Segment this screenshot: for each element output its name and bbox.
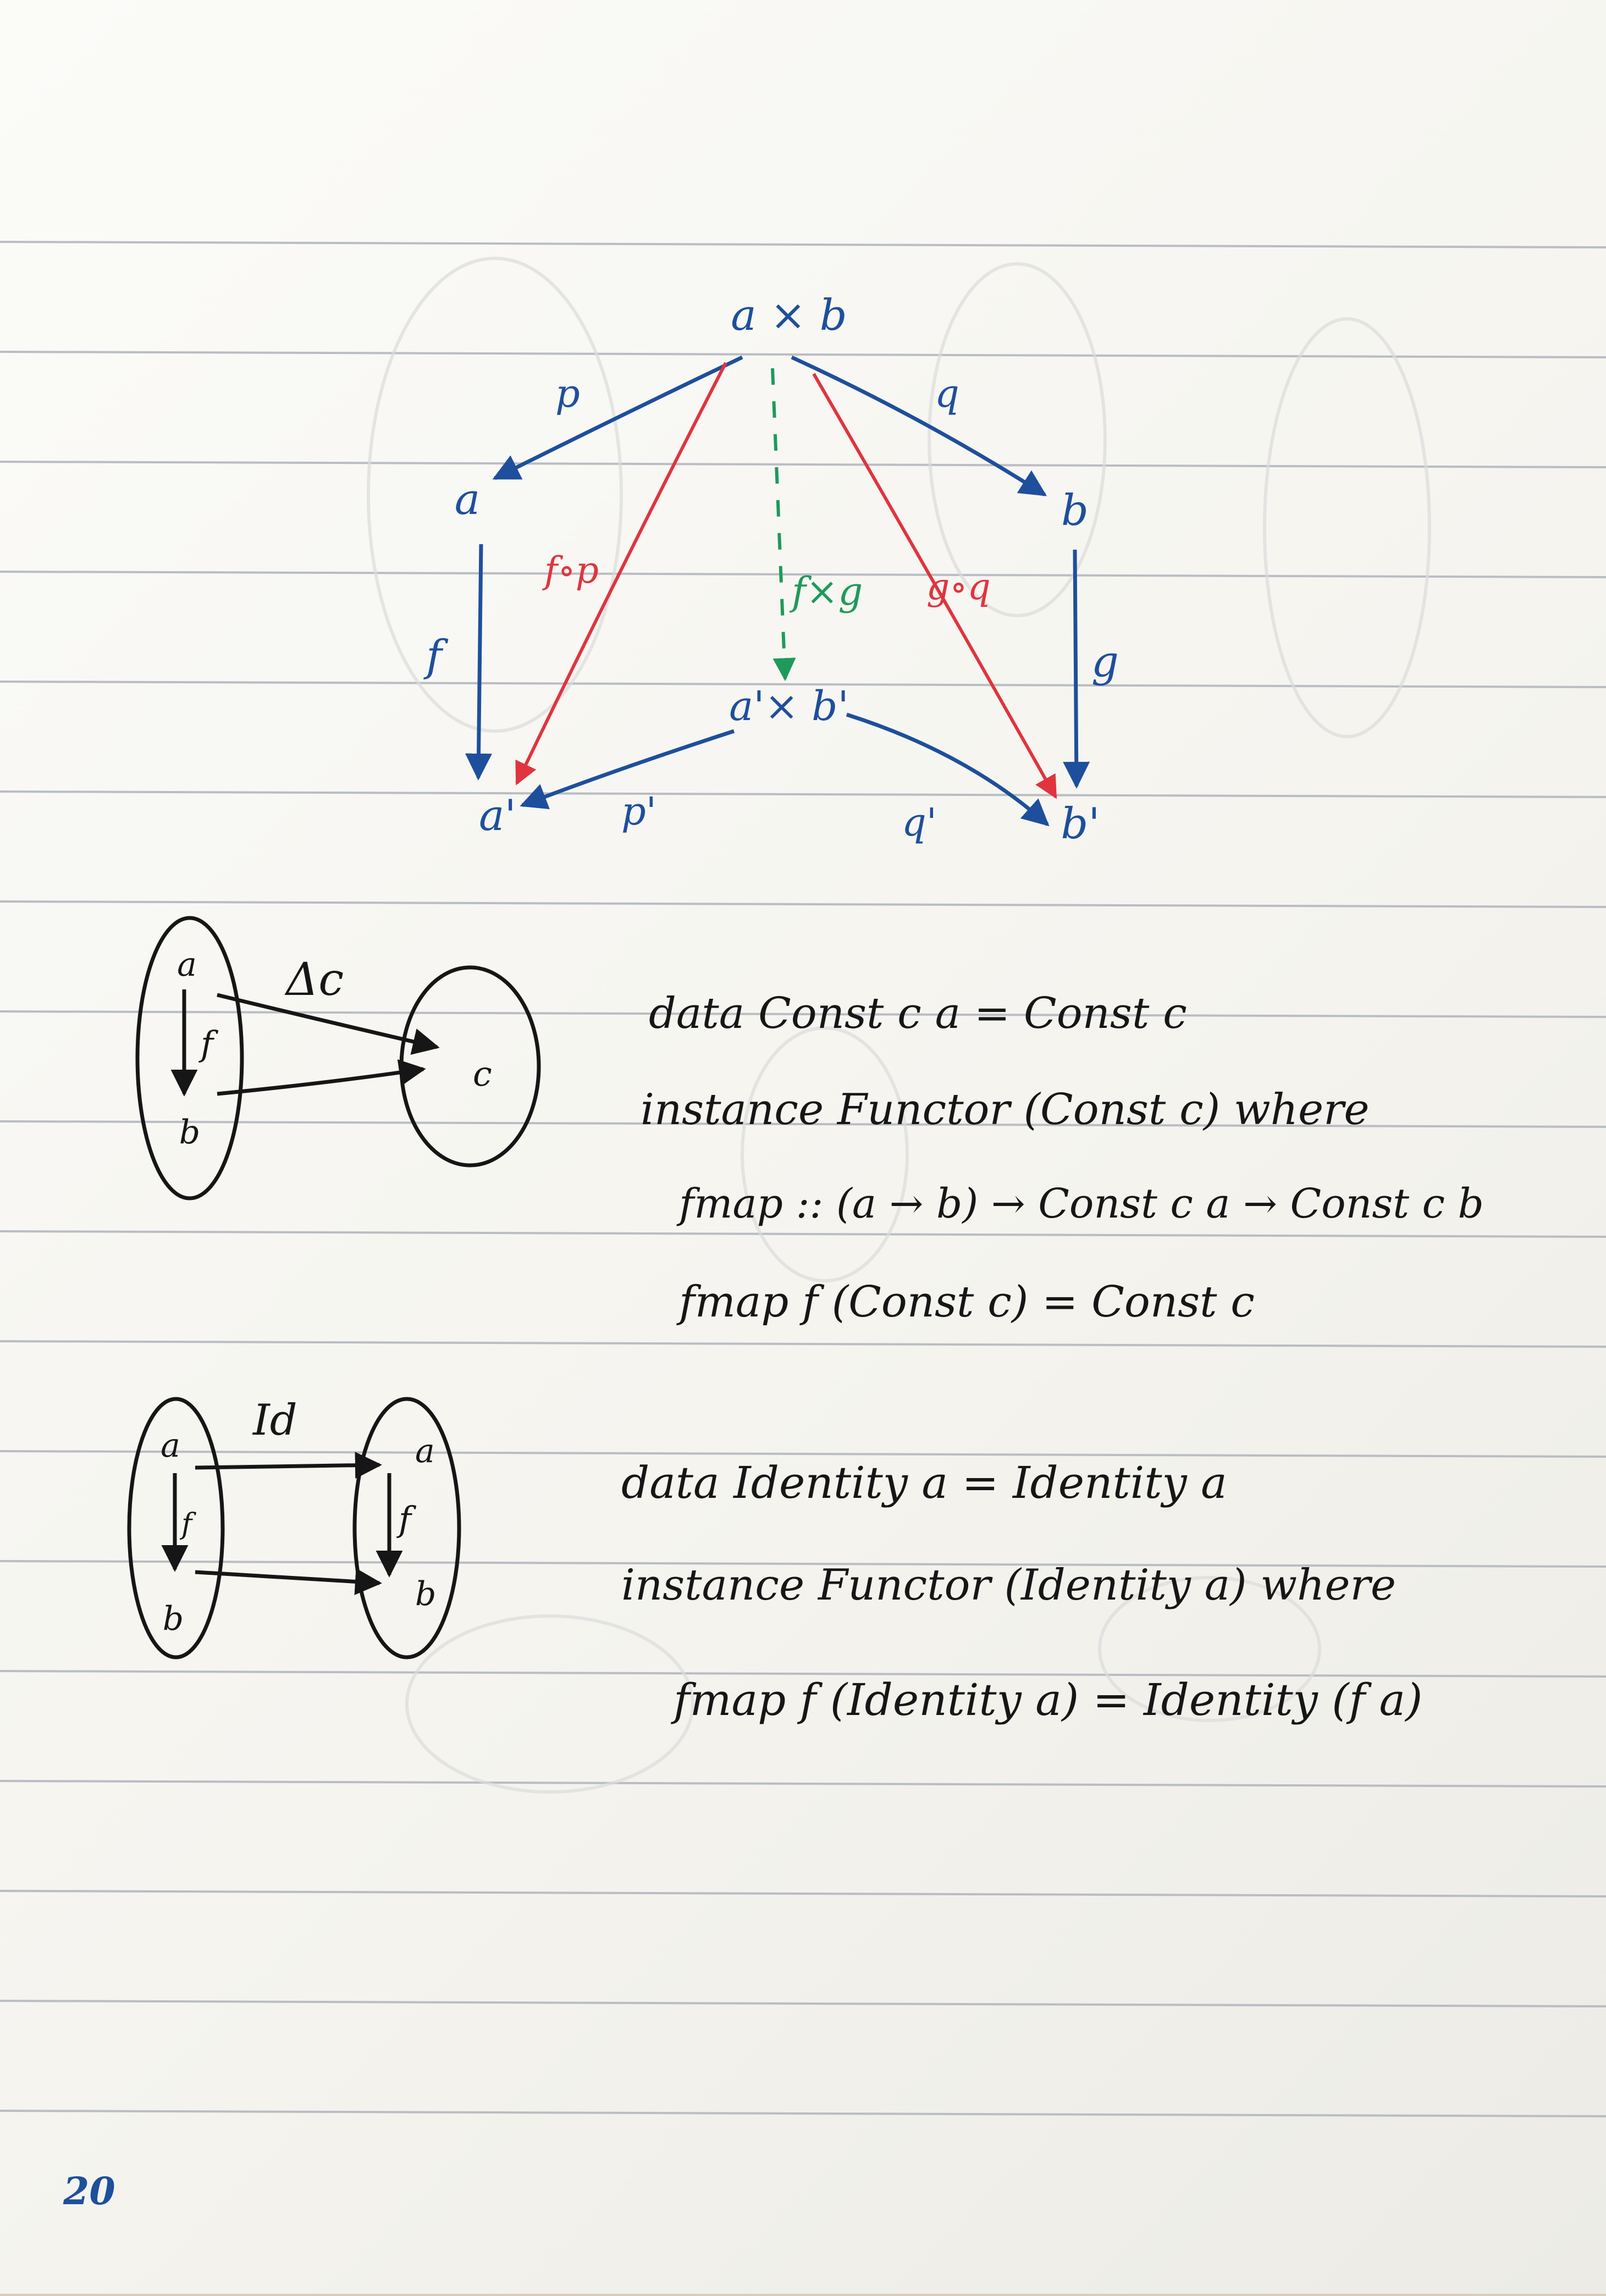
- label-fop: f∘p: [542, 549, 599, 591]
- identity-target-blob: [352, 1397, 461, 1659]
- const-arrow-a: [217, 993, 440, 1055]
- identity-labels: a f b a f b Id data Identity a = Identit…: [161, 1396, 1422, 1725]
- label-fxg: f×g: [789, 569, 863, 614]
- ruled-lines: [0, 241, 1606, 2117]
- identity-src-a: a: [161, 1426, 180, 1465]
- node-axb-prime: a'× b': [729, 683, 849, 730]
- const-labels: a f b c Δc data Const c a = Const c inst…: [177, 945, 1484, 1327]
- node-b: b: [1061, 486, 1089, 535]
- identity-dst-a: a: [415, 1432, 435, 1470]
- arrow-q-prime: [846, 712, 1050, 827]
- arrow-fop: [515, 362, 727, 785]
- identity-arrow-b: [195, 1568, 382, 1595]
- const-target-blob: [399, 965, 541, 1168]
- const-code-line-3: fmap :: (a → b) → Const c a → Const c b: [676, 1180, 1484, 1227]
- const-code-line-4: fmap f (Const c) = Const c: [676, 1277, 1255, 1327]
- arrow-q: [791, 355, 1047, 496]
- const-dst-c: c: [473, 1054, 492, 1094]
- const-code-line-1: data Const c a = Const c: [649, 989, 1187, 1038]
- node-a: a: [455, 475, 481, 524]
- arrow-goq: [812, 373, 1057, 799]
- node-axb: a × b: [731, 291, 847, 340]
- identity-functor-label: Id: [252, 1396, 297, 1445]
- label-q: q: [935, 371, 959, 416]
- identity-code-line-2: instance Functor (Identity a) where: [621, 1561, 1396, 1610]
- arrow-g: [1063, 549, 1090, 789]
- label-q-prime: q': [902, 800, 937, 845]
- identity-diagram: [127, 1397, 461, 1659]
- bleed-through: [367, 257, 1431, 1794]
- identity-dst-f: f: [396, 1499, 417, 1539]
- identity-src-f: f: [179, 1508, 196, 1541]
- label-f: f: [423, 632, 449, 681]
- label-goq: g∘q: [926, 566, 991, 608]
- label-p-prime: p': [621, 789, 656, 834]
- const-functor-label: Δc: [284, 954, 344, 1006]
- arrow-fxg: [771, 368, 796, 682]
- label-g: g: [1091, 637, 1119, 687]
- const-diagram: [135, 916, 541, 1200]
- node-a-prime: a': [479, 791, 516, 840]
- identity-src-b: b: [163, 1600, 184, 1638]
- identity-source-blob: [127, 1397, 225, 1659]
- identity-dst-b: b: [415, 1575, 436, 1613]
- label-p: p: [555, 371, 580, 416]
- const-code-line-2: instance Functor (Const c) where: [641, 1085, 1370, 1135]
- identity-code-line-3: fmap f (Identity a) = Identity (f a): [671, 1674, 1422, 1725]
- product-diagram: a × b a b a'× b' a' b' p q f g f∘p g∘q f…: [423, 291, 1119, 849]
- identity-code-line-1: data Identity a = Identity a: [621, 1457, 1227, 1508]
- page-number: 20: [63, 2170, 115, 2214]
- arrow-f: [465, 544, 493, 781]
- node-b-prime: b': [1061, 799, 1100, 849]
- const-src-f: f: [198, 1023, 219, 1064]
- const-source-blob: [135, 916, 244, 1200]
- const-arrow-b: [217, 1059, 426, 1096]
- const-src-a: a: [177, 945, 197, 984]
- arrow-p: [492, 355, 743, 480]
- identity-arrow-a: [195, 1452, 382, 1479]
- const-src-b: b: [179, 1113, 200, 1152]
- arrow-p-prime: [520, 729, 735, 810]
